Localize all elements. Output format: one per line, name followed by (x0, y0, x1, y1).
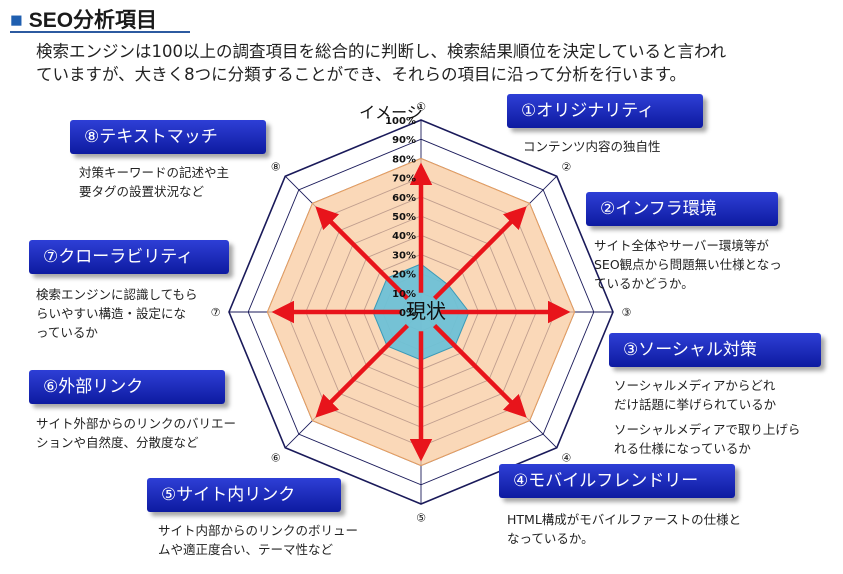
tick-label: 10% (392, 289, 416, 300)
badge-crawlability: ⑦クローラビリティ (29, 240, 229, 274)
desc-line: 対策キーワードの記述や主 (79, 165, 230, 180)
tick-label: 50% (392, 212, 416, 223)
axis-label: ⑤ (416, 511, 426, 524)
badge-infrastructure: ②インフラ環境 (586, 192, 778, 226)
axis-label: ⑥ (271, 451, 281, 464)
tick-label: 30% (392, 250, 416, 261)
desc-line: HTML構成がモバイルファーストの仕様と (507, 512, 742, 527)
axis-label: ⑧ (271, 161, 281, 174)
arrow-4 (432, 323, 527, 418)
desc-line: サイト内部からのリンクのボリュー (158, 523, 359, 538)
desc-external-links: サイト外部からのリンクのバリエー ションや自然度、分散度など (36, 414, 236, 452)
page-title-text: SEO分析項目 (28, 9, 158, 32)
desc-internal-links: サイト内部からのリンクのボリュー ムや適正度合い、テーマ性など (158, 521, 358, 559)
desc-line: らいやすい構造・設定にな (36, 306, 187, 321)
axis-label: ② (561, 161, 571, 174)
desc-line: なっているか。 (507, 531, 594, 546)
tick-label: 20% (392, 270, 416, 281)
tick-label: 100% (385, 116, 416, 127)
desc-line: ソーシャルメディアで取り上げら (614, 422, 801, 437)
tick-label: 70% (392, 174, 416, 185)
desc-mobile-friendly: HTML構成がモバイルファーストの仕様と なっているか。 (507, 510, 741, 548)
arrow-2 (432, 206, 527, 301)
axis-label: ① (416, 101, 426, 114)
desc-infrastructure: サイト全体やサーバー環境等が SEO観点から問題無い仕様となっ ているかどうか。 (594, 236, 782, 293)
axis-label: ③ (622, 306, 632, 319)
tick-label: 40% (392, 231, 416, 242)
tick-label: 60% (392, 193, 416, 204)
desc-social: ソーシャルメディアからどれ だけ話題に挙げられているか ソーシャルメディアで取り… (614, 376, 800, 458)
desc-line: ムや適正度合い、テーマ性など (158, 542, 334, 557)
desc-originality: コンテンツ内容の独自性 (523, 137, 661, 156)
desc-crawlability: 検索エンジンに認識してもら らいやすい構造・設定にな っているか (36, 285, 198, 342)
desc-line: れる仕様になっているか (614, 441, 751, 456)
desc-text-match: 対策キーワードの記述や主 要タグの設置状況など (79, 163, 229, 201)
desc-line: だけ話題に挙げられているか (614, 397, 777, 412)
center-label: 現状 (406, 299, 446, 323)
desc-line: 検索エンジンに認識してもら (36, 287, 198, 302)
square-bullet-icon: ■ (10, 9, 23, 32)
badge-mobile-friendly: ④モバイルフレンドリー (499, 464, 735, 498)
tick-label: 90% (392, 135, 416, 146)
intro-text: 検索エンジンは100以上の調査項目を総合的に判断し、検索結果順位を決定していると… (36, 40, 726, 86)
arrow-8 (315, 206, 410, 301)
desc-line: っているか (36, 325, 98, 340)
tick-label: 0% (399, 308, 416, 319)
badge-text-match: ⑧テキストマッチ (70, 120, 266, 154)
page-title: ■SEO分析項目 (10, 4, 157, 34)
desc-line: ションや自然度、分散度など (36, 435, 199, 450)
badge-originality: ①オリジナリティ (507, 94, 703, 128)
intro-line-1: 検索エンジンは100以上の調査項目を総合的に判断し、検索結果順位を決定していると… (36, 42, 727, 61)
badge-social: ③ソーシャル対策 (609, 333, 821, 367)
desc-line: サイト外部からのリンクのバリエー (36, 416, 237, 431)
tick-label: 80% (392, 154, 416, 165)
intro-line-2: ていますが、大きく8つに分類することができ、それらの項目に沿って分析を行います。 (36, 65, 687, 84)
axis-label: ④ (561, 451, 571, 464)
title-underline (10, 31, 190, 33)
desc-line: ているかどうか。 (594, 276, 694, 291)
chart-title: イメージ (359, 103, 423, 122)
desc-line: ソーシャルメディアからどれ (614, 378, 776, 393)
desc-line: コンテンツ内容の独自性 (523, 139, 661, 154)
desc-line: 要タグの設置状況など (79, 184, 205, 199)
badge-internal-links: ⑤サイト内リンク (147, 478, 341, 512)
desc-line: サイト全体やサーバー環境等が (594, 238, 769, 253)
arrow-6 (315, 323, 410, 418)
desc-line: SEO観点から問題無い仕様となっ (594, 257, 782, 272)
axis-label: ⑦ (211, 306, 221, 319)
badge-external-links: ⑥外部リンク (29, 370, 225, 404)
